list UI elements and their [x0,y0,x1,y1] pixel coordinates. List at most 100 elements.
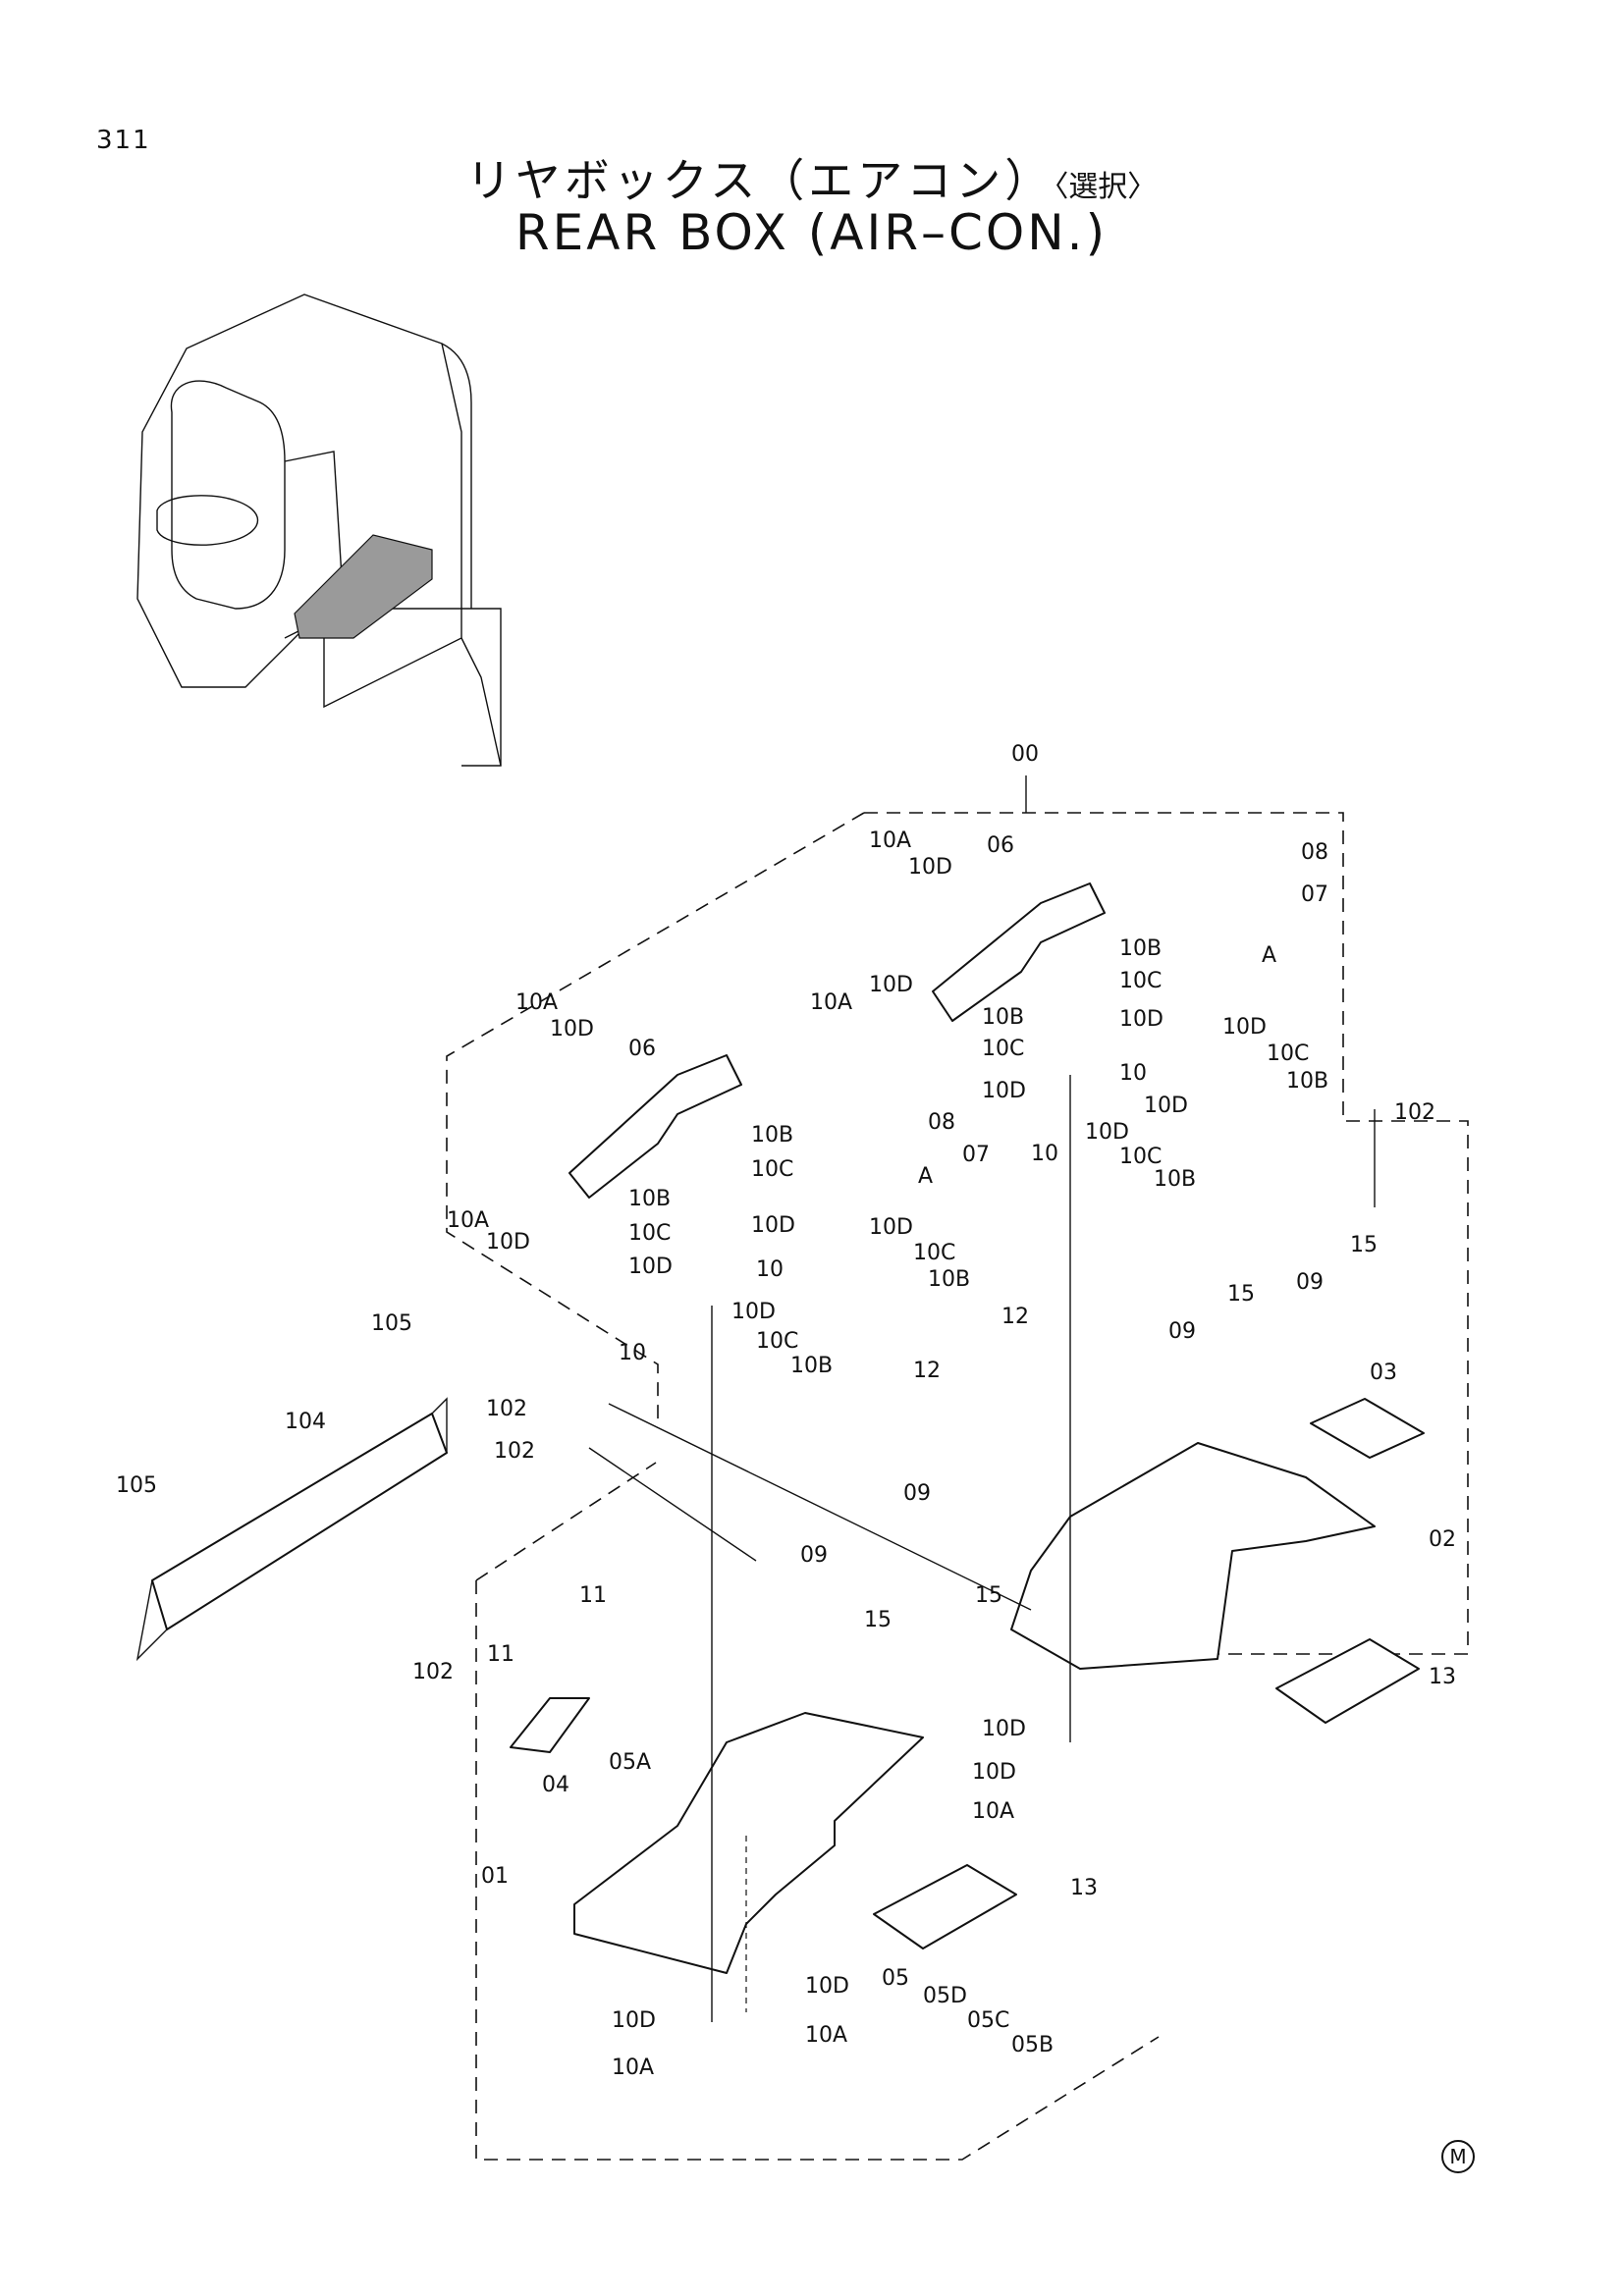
cab-overview-sketch [136,294,502,767]
title-japanese-text: リヤボックス（エアコン） [465,154,1055,207]
callout-label: 10A [810,990,852,1015]
part-04-filter [510,1697,590,1753]
callout-label: 15 [1227,1282,1255,1307]
callout-label: 09 [1296,1270,1324,1295]
callout-label: 12 [913,1359,941,1383]
callout-label: 10 [756,1257,784,1282]
callout-label: 10B [790,1354,833,1378]
callout-label: 10A [972,1799,1014,1824]
callout-label: 10D [731,1300,776,1324]
callout-label: 10A [805,2023,847,2048]
callout-label: 10D [1085,1120,1129,1145]
callout-label: 08 [928,1110,955,1135]
callout-label: 105 [116,1473,157,1498]
callout-label: 12 [1001,1305,1029,1329]
callout-label: 10B [1154,1167,1196,1192]
part-02-box [1010,1442,1376,1670]
callout-label: 04 [542,1773,569,1797]
callout-label: 10D [908,855,952,880]
callout-label: 13 [1429,1665,1456,1689]
part-13-seal-right [1275,1638,1420,1724]
callout-label: A [918,1164,933,1189]
callout-label: 06 [628,1037,656,1061]
callout-label: 05A [609,1750,651,1775]
callout-label: 10D [550,1017,594,1041]
callout-label: 10B [751,1123,793,1148]
callout-label: 00 [1011,742,1039,767]
callout-label: 102 [1394,1100,1435,1125]
part-104-bracket [135,1397,448,1662]
callout-label: 10B [928,1267,970,1292]
callout-label: 10B [1286,1069,1328,1094]
callout-label: 10A [612,2056,654,2080]
part-13-seal-left [873,1864,1017,1949]
callout-label: 05B [1011,2033,1054,2057]
callout-label: 10C [1119,1145,1162,1169]
callout-label: 10A [515,990,558,1015]
callout-label: 10D [869,1215,913,1240]
callout-label: 11 [487,1642,514,1667]
page-number: 311 [96,126,151,155]
callout-label: 07 [962,1143,990,1167]
callout-label: 105 [371,1311,412,1336]
part-01-box [573,1712,924,1974]
title-option: 〈選択〉 [1054,170,1158,204]
assembly-outline-upper-left [446,812,865,1428]
callout-label: 102 [494,1439,535,1464]
assembly-outline-lower [475,1462,1160,2161]
part-06-cover-right [932,882,1106,1022]
callout-label: 10C [1267,1041,1309,1066]
callout-label: 15 [1350,1233,1378,1257]
callout-label: 10C [628,1221,671,1246]
callout-label: 06 [987,833,1014,858]
callout-label: 11 [579,1583,607,1608]
callout-label: 10D [982,1717,1026,1741]
callout-label: 104 [285,1410,326,1434]
manufacturer-mark: M [1441,2140,1475,2173]
callout-label: A [1262,943,1276,968]
callout-label: 09 [800,1543,828,1568]
assembly-outline-upper [864,812,1469,1655]
title-japanese: リヤボックス（エアコン）〈選択〉 [0,145,1623,210]
callout-label: 05C [967,2008,1009,2033]
callout-label: 09 [903,1481,931,1506]
callout-label: 10 [619,1341,646,1365]
callout-label: 10B [982,1005,1024,1030]
part-03-plate [1310,1398,1425,1459]
callout-label: 05 [882,1966,909,1991]
callout-label: 08 [1301,840,1328,865]
callout-label: 102 [412,1660,454,1684]
callout-label: 10D [751,1213,795,1238]
callout-label: 10A [869,828,911,853]
callout-label: 10C [1119,969,1162,993]
callout-label: 10D [628,1255,673,1279]
callout-label: 02 [1429,1527,1456,1552]
callout-label: 10D [1144,1094,1188,1118]
callout-label: 10D [612,2008,656,2033]
callout-label: 10B [1119,936,1162,961]
callout-label: 10 [1119,1061,1147,1086]
callout-label: 15 [975,1583,1002,1608]
callout-label: 10C [982,1037,1024,1061]
title-english: REAR BOX (AIR–CON.) [514,204,1109,261]
callout-label: 10D [982,1079,1026,1103]
callout-label: 01 [481,1864,509,1889]
callout-label: 10D [869,973,913,997]
callout-label: 10C [913,1241,955,1265]
callout-label: 10C [751,1157,793,1182]
callout-label: 13 [1070,1876,1098,1900]
part-06-cover-left [568,1054,742,1199]
callout-label: 10A [447,1208,489,1233]
callout-label: 03 [1370,1361,1397,1385]
callout-label: 10D [1222,1015,1267,1040]
callout-label: 102 [486,1397,527,1421]
callout-label: 10 [1031,1142,1058,1166]
callout-label: 15 [864,1608,892,1632]
callout-label: 10B [628,1187,671,1211]
callout-label: 05D [923,1984,967,2008]
callout-label: 10D [486,1230,530,1255]
callout-label: 10D [805,1974,849,1999]
callout-label: 10D [1119,1007,1163,1032]
